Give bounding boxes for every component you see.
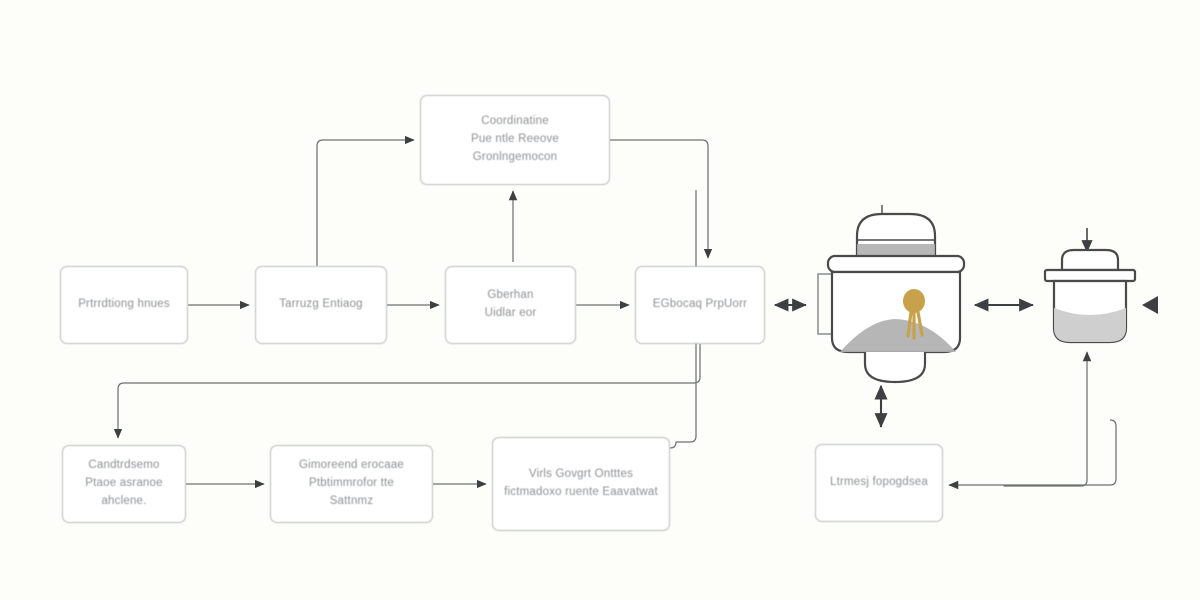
arrow-coordinating-down-to-extruding [610,139,713,259]
right-terminator-arrow [1142,296,1158,314]
node-library-label: Ltrmesj fopogdsea [829,476,928,489]
arrow-printing-up-to-coordinating [316,135,415,266]
collection-vessel-material [1054,308,1126,342]
extruder-vessel [810,196,980,386]
node-coordinating[interactable]: Coordinatine Pue ntle Reeove Gronlngemoc… [420,95,610,185]
node-visual-quality-label: Virls Govgrt Ontttes fictmadoxo ruente E… [504,468,658,498]
node-extruding-label: EGbocaq PrpUorr [652,298,748,311]
node-printing[interactable]: Prtrrdtiong hnues [60,266,188,344]
vessel-material-pile [840,319,956,352]
node-candidate-label: Candtrdsemo Ptaoe asranoe ahclene. [85,459,163,507]
node-government[interactable]: Gimoreend erocaae Ptbtimmrofor tte Sattn… [270,445,433,523]
node-generation-label: Gberhan Uidlar eor [484,289,537,319]
collection-vessel-rim [1043,268,1137,283]
node-government-label: Gimoreend erocaae Ptbtimmrofor tte Sattn… [298,459,405,507]
node-forming[interactable]: Tarruzg Entiaog [255,266,387,344]
node-forming-label: Tarruzg Entiaog [279,298,363,311]
collection-vessel-lid [1060,248,1120,272]
node-extruding[interactable]: EGbocaq PrpUorr [635,266,765,344]
arrow-extruding-feedback-to-candidate [113,344,701,439]
node-visual-quality[interactable]: Virls Govgrt Ontttes fictmadoxo ruente E… [492,437,670,531]
line-visual-quality-up-to-coordinating [669,190,697,449]
node-generation[interactable]: Gberhan Uidlar eor [445,266,576,344]
node-library[interactable]: Ltrmesj fopogdsea [815,444,943,522]
vessel-hopper-material [857,244,935,256]
vessel-bottom-bowl [863,352,927,384]
arrow-library-up-to-secondary-vessel [1003,351,1092,487]
vessel-accent-element [903,289,925,340]
node-printing-label: Prtrrdtiong hnues [78,298,170,311]
arrow-library-inlet-from-right [948,419,1117,490]
collection-vessel [1040,248,1140,350]
vessel-side-bracket [817,273,832,335]
node-coordinating-label: Coordinatine Pue ntle Reeove Gronlngemoc… [470,115,560,163]
vessel-collar [826,254,966,274]
node-candidate[interactable]: Candtrdsemo Ptaoe asranoe ahclene. [62,445,186,523]
